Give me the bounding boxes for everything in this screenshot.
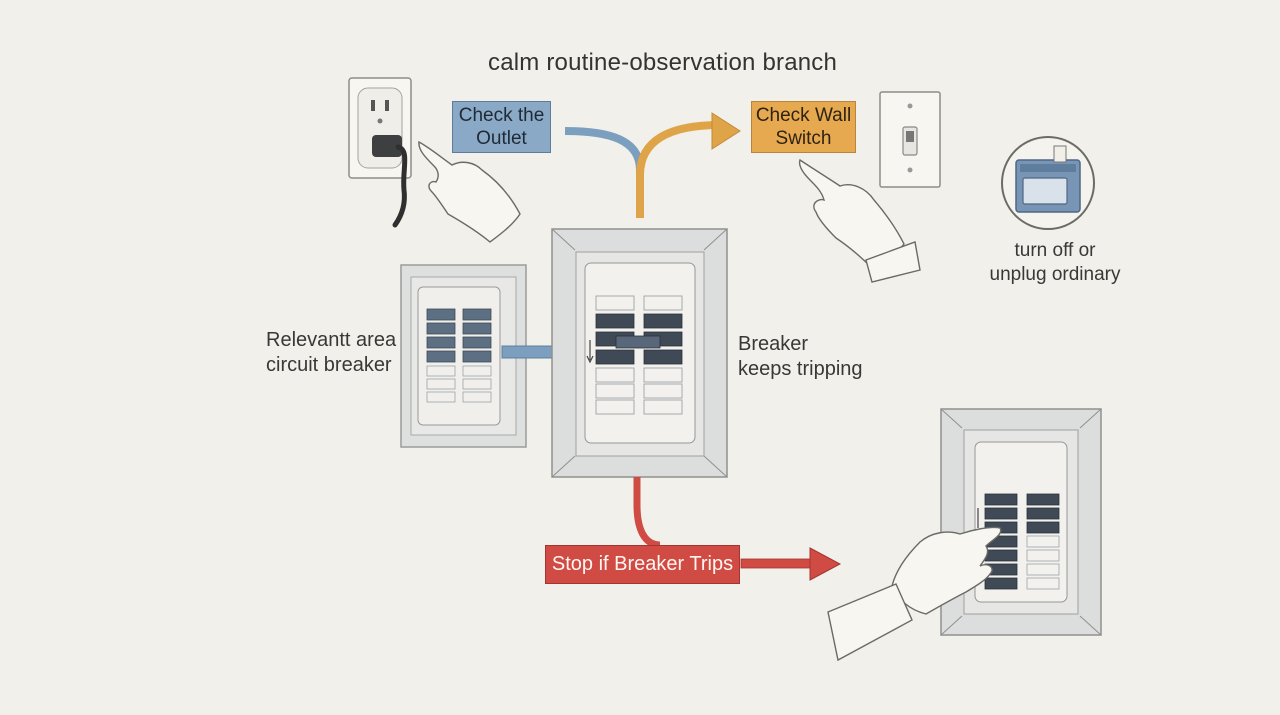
stop-if-trips-text: Stop if Breaker Trips bbox=[551, 553, 734, 575]
check-outlet-line-2: Outlet bbox=[476, 128, 527, 149]
relevant-area-line-2: circuit breaker bbox=[266, 354, 392, 376]
pointing-hand-icon-switch bbox=[798, 158, 921, 283]
wall-outlet-icon bbox=[348, 77, 412, 228]
orange-arrowhead bbox=[711, 112, 741, 150]
blue-flow-arrow bbox=[564, 127, 644, 218]
relevant-area-line-1: Relevantt area bbox=[266, 329, 397, 351]
breaker-keeps-line-1: Breaker bbox=[738, 333, 809, 355]
check-outlet-line-1: Check the bbox=[458, 105, 545, 126]
red-flow-line bbox=[633, 477, 661, 549]
pointing-hand-icon bbox=[418, 140, 521, 243]
check-outlet-tag: Check the Outlet bbox=[452, 101, 551, 153]
appliance-line-2: unplug ordinary bbox=[989, 264, 1121, 285]
breaker-panel-right bbox=[940, 408, 1102, 636]
pointing-hand-icon-breaker bbox=[827, 526, 1002, 662]
oven-appliance-icon bbox=[1001, 136, 1095, 230]
check-wall-switch-tag: Check Wall Switch bbox=[751, 101, 856, 153]
breaker-panel-main bbox=[551, 228, 728, 478]
breaker-keeps-tripping-label: Breaker keeps tripping bbox=[738, 332, 863, 382]
check-switch-line-2: Switch bbox=[775, 128, 832, 149]
appliance-label: turn off or unplug ordinary bbox=[986, 239, 1124, 287]
wall-switch-icon bbox=[879, 91, 941, 188]
red-right-arrow bbox=[740, 547, 842, 581]
breaker-keeps-line-2: keeps tripping bbox=[738, 358, 863, 380]
check-switch-line-1: Check Wall bbox=[755, 105, 852, 126]
diagram-title: calm routine-observation branch bbox=[488, 49, 838, 76]
relevant-area-label: Relevantt area circuit breaker bbox=[266, 328, 396, 378]
orange-flow-arrow bbox=[636, 121, 721, 218]
appliance-line-1: turn off or bbox=[1014, 240, 1096, 261]
stop-if-breaker-trips-tag: Stop if Breaker Trips bbox=[545, 545, 740, 584]
